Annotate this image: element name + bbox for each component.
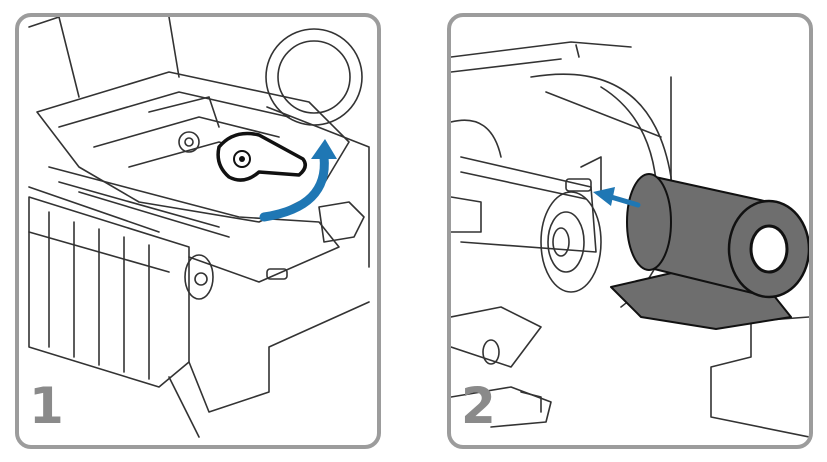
step-1-panel: 1 [15,13,381,449]
ribbon-roll-illustration [451,17,809,445]
step-number-1: 1 [29,381,64,431]
printhead-lever [218,134,305,181]
printhead-lever-illustration [19,17,377,445]
ribbon-roll [611,174,809,329]
step-2-panel: 2 [447,13,813,449]
step-number-2: 2 [461,381,496,431]
